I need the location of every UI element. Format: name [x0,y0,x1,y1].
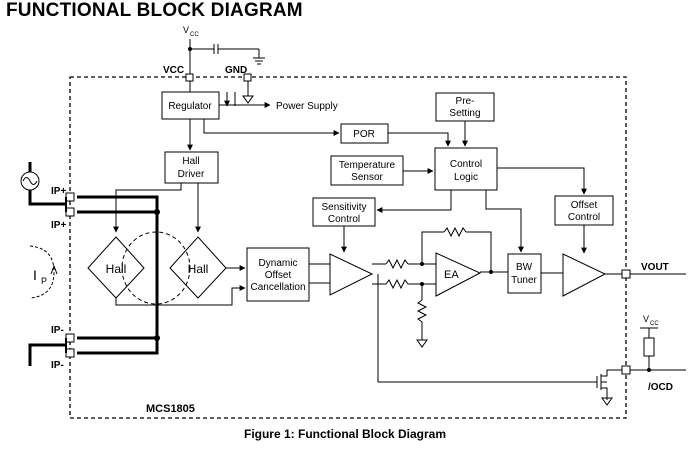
dynamic-offset-label-2: Offset [265,270,292,281]
hall-driver-label-2: Driver [178,169,205,180]
vcc-right-label: V [643,314,649,324]
bw-tuner-block [507,253,542,294]
ip-plus-pin-2: IP+ [51,220,66,231]
current-sub-label: P [41,276,47,286]
sensitivity-control-label-2: Control [328,214,360,225]
offset-control-label-1: Offset [571,200,598,211]
ocd-pin-label: /OCD [648,382,673,393]
offset-control-label-2: Control [568,212,600,223]
vout-pin-label: VOUT [641,262,669,273]
current-label: I [33,267,37,283]
hall-element-2-label: Hall [188,262,209,276]
control-logic-label-2: Logic [454,172,478,183]
presetting-label-1: Pre- [456,96,475,107]
presetting-block [435,92,495,122]
temperature-sensor-label-2: Sensor [351,172,383,183]
sensitivity-control-block [312,197,376,227]
chip-name: MCS1805 [146,403,195,415]
figure-caption: Figure 1: Functional Block Diagram [243,427,447,441]
hall-driver-label-1: Hall [182,156,199,167]
dynamic-offset-cancellation-block [246,247,310,302]
ip-minus-pin-1: IP- [51,325,64,336]
dynamic-offset-label-1: Dynamic [259,258,298,269]
vcc-pin-label: VCC [163,65,184,76]
gnd-pin-label: GND [225,65,247,76]
hall-driver-block [164,151,219,184]
offset-control-block [554,195,614,226]
ocd-transistor [596,369,622,406]
temperature-sensor-block [330,155,404,186]
bw-tuner-label-1: BW [516,262,533,273]
ea-label: EA [444,269,459,281]
control-logic-block [434,147,498,191]
primary-current-path: IP+ IP+ IP- IP- [28,162,160,371]
bw-tuner-label-2: Tuner [511,275,537,286]
vcc-right-sub: CC [650,321,659,327]
vcc-supply: V CC VCC GND [163,25,265,107]
vcc-top-sub: CC [190,32,199,38]
current-loop-indicator: I P [29,245,58,299]
pullup-resistor [643,337,655,357]
preamplifier [329,253,374,296]
control-logic-label-1: Control [450,159,482,170]
regulator-label: Regulator [168,101,212,112]
error-amplifier [435,252,482,297]
hall-element-1-label: Hall [106,262,127,276]
hall-element-2 [169,236,227,299]
ip-minus-pin-2: IP- [51,360,64,371]
output-amplifier [562,253,607,297]
page-title: FUNCTIONAL BLOCK DIAGRAM [6,0,303,21]
power-supply-label: Power Supply [276,101,338,112]
presetting-label-2: Setting [449,108,480,119]
sine-wave-icon [22,177,38,185]
ip-plus-pin-1: IP+ [51,186,66,197]
vcc-top-label: V [183,25,189,35]
dynamic-offset-label-3: Cancellation [250,282,305,293]
por-label: POR [353,129,375,140]
sensitivity-control-label-1: Sensitivity [321,202,366,213]
temperature-sensor-label-1: Temperature [339,160,396,171]
